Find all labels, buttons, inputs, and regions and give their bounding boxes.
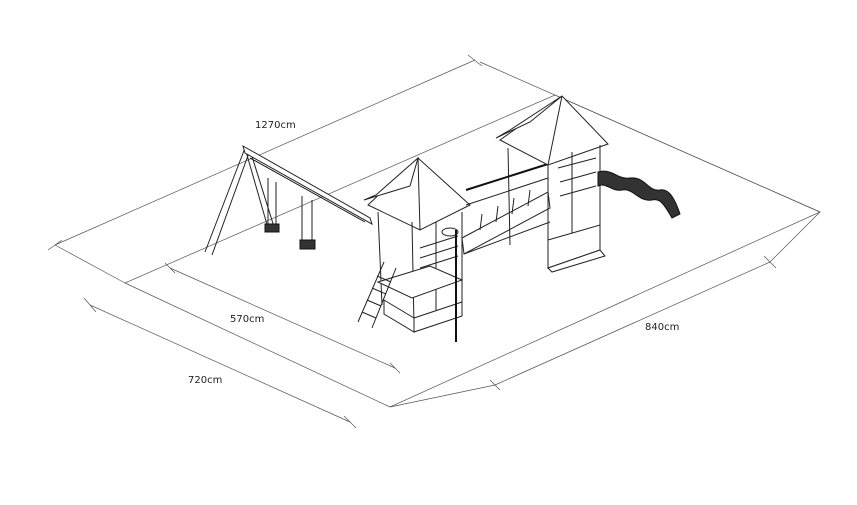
label-1270: 1270cm bbox=[255, 120, 296, 131]
right-tower bbox=[495, 95, 609, 273]
left-tower bbox=[357, 156, 471, 342]
label-570: 570cm bbox=[230, 314, 264, 325]
dimension-guides bbox=[47, 54, 821, 429]
dim-line-840 bbox=[494, 261, 771, 386]
dim-line-720 bbox=[89, 304, 351, 423]
dim-line-570 bbox=[169, 267, 396, 369]
label-840: 840cm bbox=[645, 322, 679, 333]
wave-slide bbox=[597, 170, 681, 219]
dimension-labels: 1270cm 570cm 720cm 840cm bbox=[188, 120, 679, 386]
label-720: 720cm bbox=[188, 375, 222, 386]
dim-line-1270 bbox=[54, 59, 476, 246]
bridge bbox=[461, 163, 551, 255]
swing-set bbox=[204, 144, 373, 256]
